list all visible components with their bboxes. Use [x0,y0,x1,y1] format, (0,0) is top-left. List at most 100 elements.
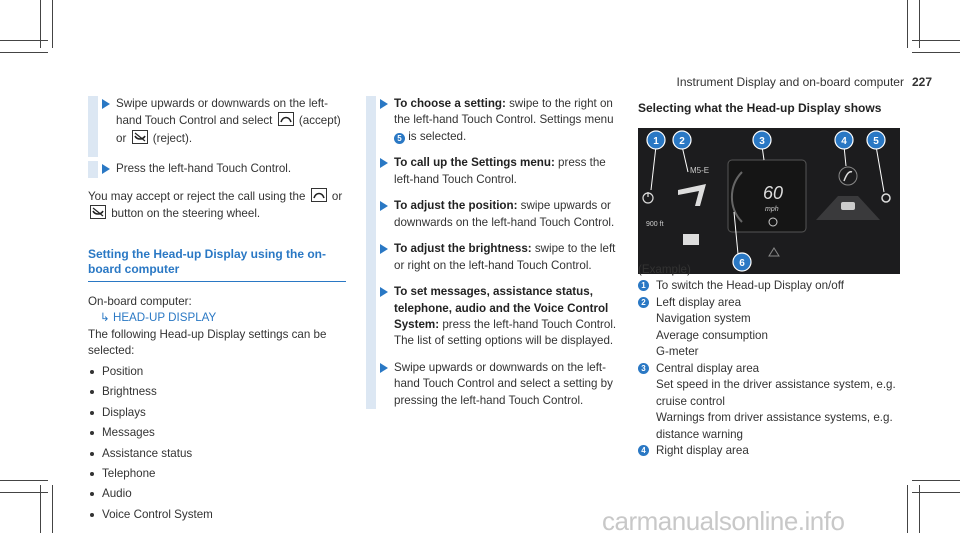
crop-mark [912,480,960,481]
legend-line: To switch the Head-up Display on/off [656,279,844,293]
note-text-part: You may accept or reject the call using … [88,189,306,203]
step: To adjust the position: swipe upwards or… [366,198,618,242]
step-text: Swipe upwards or downwards on the left-h… [116,96,346,147]
step-arrow-icon [380,244,388,255]
crop-mark [907,0,908,48]
step-text: To adjust the position: swipe upwards or… [394,198,618,231]
step-text: To set messages, assistance status, tele… [394,284,618,350]
computer-label: On-board computer: [88,294,192,308]
crop-mark [52,485,53,533]
legend-line: Set speed in the driver assistance syste… [656,378,896,408]
menu-path: ↳ HEAD-UP DISPLAY [88,310,346,326]
step-bold: To call up the Settings menu: [394,156,555,170]
header-title: Instrument Display and on-board computer [676,75,904,89]
callout-5: 5 [873,136,879,147]
crop-mark [0,480,48,481]
page-number: 227 [911,75,932,89]
crop-mark [52,0,53,48]
list-item: Messages [88,425,346,441]
phone-reject-icon [90,205,106,220]
phone-reject-icon [131,129,148,144]
step-bold: To choose a setting: [394,97,506,110]
list-item: Displays [88,405,346,421]
list-item: Assistance status [88,446,346,462]
step: To choose a setting: swipe to the right … [366,96,618,156]
legend-number: 1 [638,280,649,292]
note-text-part: button on the steering wheel. [111,207,261,221]
watermark: carmanualsonline.info [602,506,845,536]
step-body: press the left-hand Touch Control. [394,156,606,186]
step-body: is selected. [405,129,467,143]
legend-line: Average consumption [656,328,768,342]
step-arrow-icon [102,99,110,109]
list-item: Audio [88,486,346,502]
crop-mark [40,485,41,533]
intro-text: The following Head-up Display settings c… [88,327,327,358]
crop-mark [40,0,41,48]
section-title: Setting the Head-up Display using the on… [88,246,327,277]
legend-line: Right display area [656,443,749,457]
note-text-part: or [331,189,343,203]
step-bar [366,284,376,360]
callout-number: 5 [394,133,405,145]
step-bold: To set messages, assistance status, tele… [394,285,609,331]
crop-mark [0,40,48,41]
step: Swipe upwards or downwards on the left-h… [366,359,618,410]
example-label: (Example) [638,263,691,276]
step-bold: To adjust the position: [394,199,518,213]
step-body: swipe upwards or downwards on the left-h… [394,199,615,229]
settings-list: Position Brightness Displays Messages As… [88,364,346,524]
crop-mark [907,485,908,533]
legend-number: 3 [638,362,649,374]
speed-unit: mph [765,206,779,213]
step-body: Swipe upwards or downwards on the left-h… [394,360,613,407]
step-arrow-icon [380,158,388,169]
legend-number: 2 [638,296,649,308]
step-text: Swipe upwards or downwards on the left-h… [394,360,618,409]
section-rule [88,280,346,282]
callout-4: 4 [841,136,847,147]
step-arrow-icon [380,362,388,373]
note-paragraph: You may accept or reject the call using … [88,187,346,223]
step-bold: To adjust the brightness: [394,242,532,256]
step-text-part: Swipe upwards or downwards on the left-h… [116,97,329,128]
menu-path-arrow-icon: ↳ [100,311,110,325]
step: Press the left-hand Touch Control. [88,161,346,178]
crop-mark [919,485,920,533]
step: To set messages, assistance status, tele… [366,284,618,360]
menu-path-link[interactable]: HEAD-UP DISPLAY [112,311,217,325]
step-bar [88,96,98,158]
crop-mark [912,492,960,493]
crop-mark [0,492,48,493]
step-text: To call up the Settings menu: press the … [394,155,618,188]
speed-value: 60 [763,183,783,203]
legend-item: 1 To switch the Head-up Display on/off [638,278,906,294]
legend-line: Warnings from driver assistance systems,… [656,411,893,441]
step-bar [366,198,376,242]
step-body: press the left-hand Touch Control. The l… [394,317,617,348]
legend-number: 4 [638,444,649,456]
phone-accept-icon [277,112,294,127]
step-text: To choose a setting: swipe to the right … [394,96,618,145]
legend-list: (Example) 1 To switch the Head-up Displa… [638,262,906,459]
page-header: Instrument Display and on-board computer… [677,74,932,91]
legend-item: 3 Central display area Set speed in the … [638,361,906,443]
step-bar [366,241,376,285]
middle-column: To choose a setting: swipe to the right … [366,96,618,419]
step-bar [366,96,376,156]
hud-illustration: M5-E 900 ft 60 mph 1 2 3 4 5 6 [638,128,900,274]
step: To call up the Settings menu: press the … [366,155,618,199]
step: To adjust the brightness: swipe to the l… [366,241,618,285]
phone-accept-icon [310,187,327,202]
legend-line: Navigation system [656,312,751,326]
step-bar [366,155,376,199]
legend-item: 4 Right display area [638,443,906,459]
callout-6: 6 [739,258,745,269]
callout-3: 3 [759,136,765,147]
list-item: Brightness [88,384,346,400]
hud-figure: M5-E 900 ft 60 mph 1 2 3 4 5 6 [638,128,900,274]
step-bar [366,359,376,410]
callout-2: 2 [679,136,685,147]
crop-mark [0,52,48,53]
step-arrow-icon [102,164,110,175]
